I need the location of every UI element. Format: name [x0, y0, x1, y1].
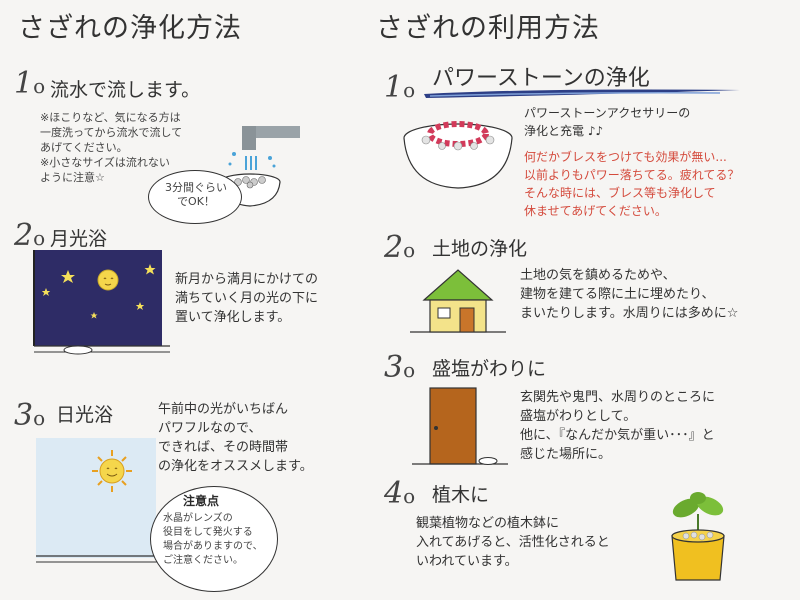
bowl-with-bracelet-illustration [403, 121, 513, 189]
left-s1-number: 1o [14, 66, 46, 101]
right-s1-text: パワーストーンアクセサリーの 浄化と充電 ♪♪ [524, 106, 691, 138]
left-s3-number: 3o [14, 398, 46, 433]
bracelet [427, 121, 489, 147]
pot-stones [682, 531, 714, 541]
dish [63, 345, 93, 355]
right-s2-number: 2o [384, 230, 416, 265]
faucet-pipe [242, 126, 300, 138]
left-title: さざれの浄化方法 [18, 13, 242, 44]
door-illustration [412, 387, 508, 465]
caution-bubble [150, 486, 278, 592]
roof [422, 269, 494, 301]
left-s1-note: ※ほこりなど、気になる方は 一度洗ってから流水で流して あげてください。 ※小さ… [40, 111, 183, 184]
faucet-spout [242, 126, 256, 150]
window [437, 307, 451, 319]
day-sky [36, 438, 156, 558]
moon-icon [97, 269, 119, 291]
right-s2-heading: 土地の浄化 [432, 238, 528, 260]
left-s2-text: 新月から満月にかけての 満ちていく月の光の下に 置いて浄化します。 [175, 272, 319, 325]
door [459, 307, 475, 333]
right-s2-text: 土地の気を鎮めるためや、 建物を建てる際に土に埋めたり、 まいたりします。水周り… [520, 268, 739, 321]
sun-icon [92, 450, 132, 492]
caution-text: 水晶がレンズの 役目をして発火する 場合がありますので、 ご注意ください。 [163, 513, 263, 566]
water-stream [245, 156, 257, 170]
stars [41, 264, 156, 319]
speech-bubble-text: 3分間ぐらい でOK！ [165, 181, 227, 208]
potted-plant-illustration [671, 492, 725, 581]
right-s1-heading: パワーストーンの浄化 [432, 66, 650, 91]
right-s1-red-text: 何だかブレスをつけても効果が無い... 以前よりもパワー落ちてる。疲れてる？ そ… [524, 150, 740, 218]
right-s1-number: 1o [384, 70, 416, 105]
left-s1-heading: 流水で流します。 [50, 79, 201, 101]
leaf [672, 498, 700, 518]
right-s3-heading: 盛塩がわりに [432, 358, 547, 380]
left-s3-text: 午前中の光がいちばん パワフルなので、 できれば、その時間帯 の浄化をオススメし… [158, 402, 313, 474]
right-s4-text: 観葉植物などの植木鉢に 入れてあげると、活性化されると いわれています。 [416, 516, 610, 569]
right-s3-number: 3o [384, 350, 416, 385]
right-s4-heading: 植木に [432, 484, 490, 506]
door-knob [434, 426, 438, 430]
right-title: さざれの利用方法 [376, 13, 600, 44]
left-s3-heading: 日光浴 [56, 404, 114, 426]
right-s4-number: 4o [384, 476, 416, 511]
left-s2-number: 2o [14, 218, 46, 253]
speech-bubble [148, 170, 242, 224]
right-s3-text: 玄関先や鬼門、水周りのところに 盛塩がわりとして。 他に、『なんだか気が重い･･… [520, 390, 716, 462]
night-window-illustration [33, 250, 170, 355]
house-illustration [410, 269, 506, 333]
sunny-window-illustration [36, 438, 164, 563]
brush-underline [424, 89, 740, 98]
night-sky [34, 250, 162, 346]
caution-title: 注意点 [183, 494, 220, 508]
water-splash [228, 152, 276, 168]
door-panel [429, 387, 477, 465]
left-s2-heading: 月光浴 [50, 228, 108, 250]
bowl-stones [421, 135, 495, 151]
bowl-body [403, 137, 513, 189]
salt-dish [478, 457, 498, 465]
leaf [690, 492, 706, 504]
